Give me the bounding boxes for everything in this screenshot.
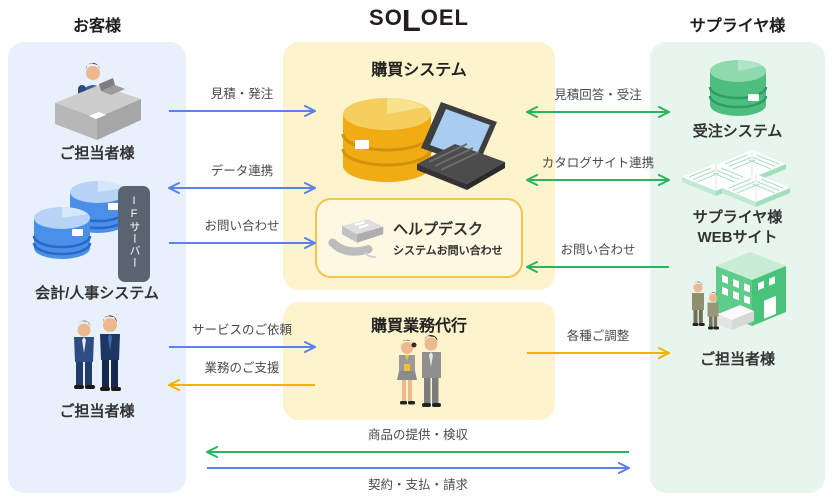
both-arrow-line [526, 106, 670, 118]
left-arrow-line [168, 379, 315, 391]
arrow-adjustments: 各種ご調整 [526, 327, 670, 361]
left-arrow-line [206, 446, 629, 458]
catalog-books-icon [682, 150, 791, 208]
two-businessmen-icon [74, 315, 121, 391]
supplier-website-label-line2: WEBサイト [697, 229, 778, 247]
right-arrow-line [169, 105, 316, 117]
customer-system-label: 会計/人事システム [35, 285, 159, 302]
purchasing-system-panel: 購買システム ヘルプデ [283, 42, 555, 290]
arrow-goods-delivery: 商品の提供・検収 [206, 426, 630, 460]
purchasing-agency-panel: 購買業務代行 [283, 302, 555, 420]
arrow-label: 業務のご支援 [204, 361, 280, 375]
arrow-label: 商品の提供・検収 [367, 428, 468, 442]
arrow-quote-response: 見積回答・受注 [526, 86, 670, 120]
supplier-column-header: サプライヤ様 [689, 18, 786, 35]
order-system-label: 受注システム [692, 123, 783, 140]
helpdesk-texts: ヘルプデスク システムお問い合わせ [393, 218, 503, 258]
arrow-inquiry-right: お問い合わせ [526, 241, 670, 275]
arrow-label: 契約・支払・請求 [367, 478, 468, 492]
arrow-label: 見積・発注 [210, 87, 274, 101]
green-database-icon [708, 60, 768, 116]
purchasing-agency-title: 購買業務代行 [370, 318, 467, 335]
arrow-label: 各種ご調整 [566, 329, 630, 343]
customer-contact-top-label: ご担当者様 [59, 145, 135, 162]
helpdesk-box: ヘルプデスク システムお問い合わせ [315, 198, 523, 278]
customer-column-header: お客様 [72, 18, 121, 35]
if-server-tag: IFサーバー [118, 186, 150, 282]
logo-part2: L [401, 3, 422, 38]
right-arrow-line [207, 462, 630, 474]
left-arrow-line [526, 261, 669, 273]
arrow-label: カタログサイト連携 [541, 156, 655, 170]
both-arrow-line [168, 182, 316, 194]
arrow-label: データ連携 [210, 164, 274, 178]
right-arrow-line [169, 341, 316, 353]
customer-panel: ご担当者様 IFサーバー 会計/人事システム [8, 42, 186, 493]
arrow-service-request: サービスのご依頼 [168, 321, 316, 355]
supplier-panel: 受注システム サプライヤ様 WEBサイト [650, 42, 825, 493]
arrow-business-support: 業務のご支援 [168, 359, 316, 393]
arrow-inquiry-left: お問い合わせ [168, 217, 316, 251]
arrow-catalog-link: カタログサイト連携 [526, 154, 670, 188]
right-arrow-line [169, 237, 316, 249]
arrow-label: サービスのご依頼 [191, 323, 292, 337]
person-at-desk-icon [55, 62, 141, 140]
blue-database-stack-icon [32, 181, 128, 259]
right-arrow-line [527, 347, 670, 359]
arrow-label: お問い合わせ [560, 243, 636, 257]
logo-part1: SO [369, 5, 403, 30]
helpdesk-subtitle: システムお問い合わせ [393, 245, 503, 257]
customer-contact-bottom-label: ご担当者様 [59, 403, 135, 420]
arrow-data-link: データ連携 [168, 162, 316, 196]
building-with-people-icon [692, 252, 786, 330]
logo-part3: OEL [420, 5, 469, 30]
arrow-estimate-order: 見積・発注 [168, 85, 316, 119]
helpdesk-title: ヘルプデスク [393, 221, 484, 238]
phone-icon [328, 219, 384, 258]
both-arrow-line [526, 174, 670, 186]
yellow-database-laptop-icon [341, 98, 505, 190]
supplier-website-label: サプライヤ様 WEBサイト [650, 208, 825, 249]
arrow-contract-payment: 契約・支払・請求 [206, 460, 630, 494]
supplier-website-label-line1: サプライヤ様 [692, 209, 783, 226]
purchasing-system-title: 購買システム [371, 62, 467, 79]
supplier-contact-label: ご担当者様 [699, 351, 775, 368]
two-staff-icon [397, 334, 441, 407]
arrow-label: お問い合わせ [204, 219, 280, 233]
arrow-label: 見積回答・受注 [554, 88, 642, 102]
